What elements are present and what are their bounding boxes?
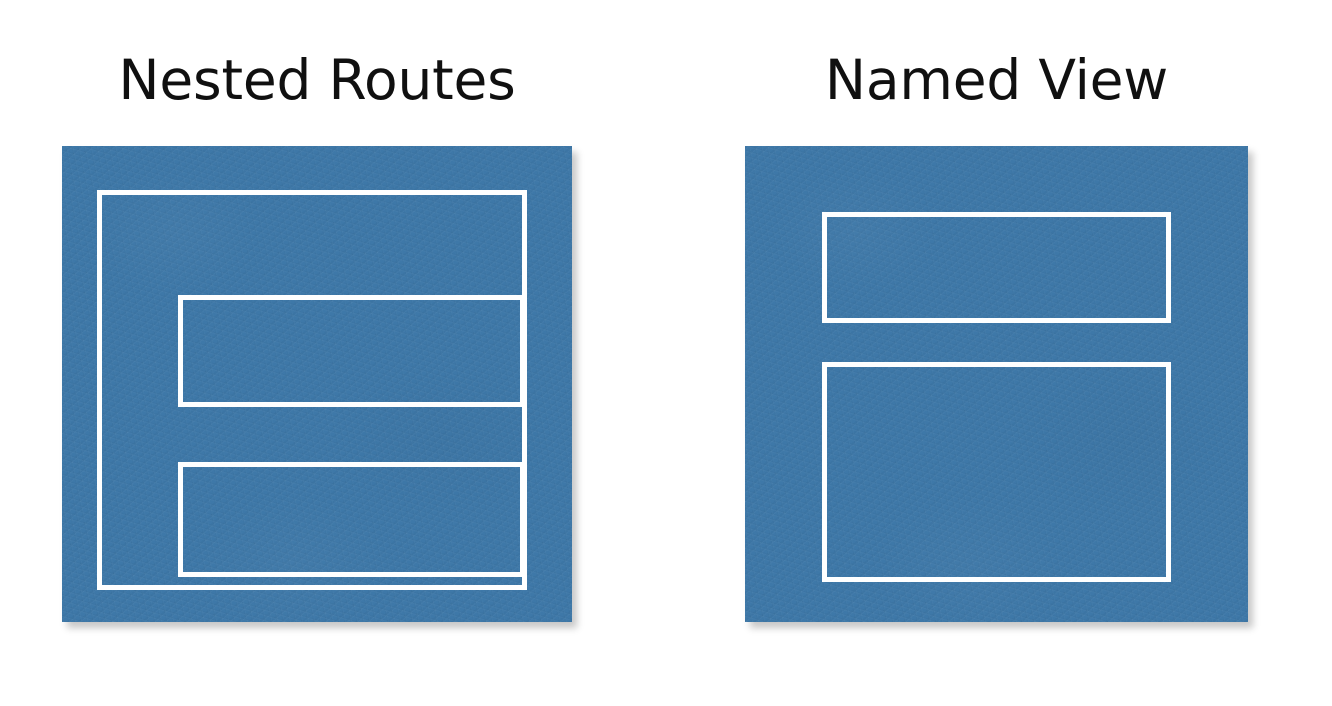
region-child-view-1 [178, 295, 525, 407]
diagram-panel-nested-routes [62, 146, 572, 622]
diagram-title-named-view: Named View [824, 48, 1169, 112]
region-router-view [97, 190, 527, 590]
region-named-view-1 [822, 212, 1171, 323]
region-child-view-2 [178, 462, 525, 577]
region-named-view-2 [822, 362, 1171, 582]
diagram-panel-named-view [745, 146, 1248, 622]
diagram-title-nested-routes: Nested Routes [118, 48, 516, 112]
